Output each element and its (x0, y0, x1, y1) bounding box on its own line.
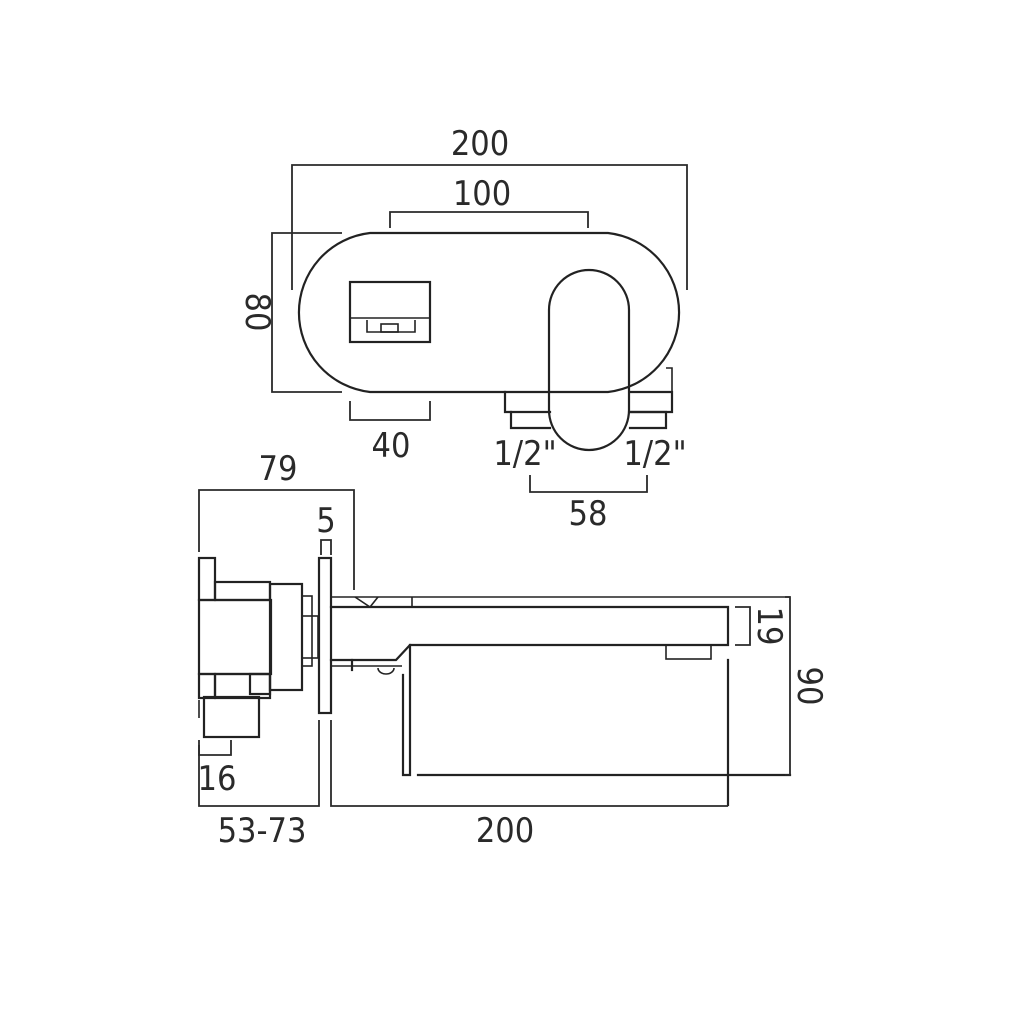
cartridge-box (348, 280, 432, 344)
lever-handle (547, 268, 631, 452)
inlet-right-inner (628, 410, 668, 430)
dim-line-plate-thickness (320, 539, 332, 555)
body-inlet-block (202, 695, 261, 739)
cartridge-notch (380, 323, 399, 333)
front-view: 200 100 80 40 1/2" 1/2" 58 (237, 124, 688, 534)
dim-label-plate-thickness: 5 (316, 501, 335, 541)
inlet-left-inner (509, 410, 552, 430)
body-mid-block (268, 582, 304, 692)
dim-label-overall-height: 90 (789, 667, 829, 706)
spout-screw (377, 667, 395, 675)
dim-label-inlet-left: 1/2" (493, 434, 556, 474)
dim-line-spout-thickness (735, 606, 751, 646)
body-thread (301, 615, 319, 659)
dim-label-spout-projection: 200 (476, 811, 534, 851)
backplate-outline (297, 231, 681, 394)
inlet-left-outer (503, 390, 552, 414)
body-lower-nut (248, 672, 272, 696)
dim-line-spout-projection (330, 720, 728, 807)
body-collar (301, 595, 313, 667)
dim-line-plate-height (271, 232, 342, 393)
dim-line-overall-width (291, 164, 688, 290)
spout-drop-line (401, 643, 412, 777)
dim-label-plate-height: 80 (237, 293, 277, 332)
dim-label-cartridge-width: 40 (372, 426, 411, 466)
dim-line-wall-depth (198, 720, 320, 807)
backplate-side (317, 556, 333, 715)
dim-line-outlet-spacing (389, 211, 589, 228)
spout-outline (329, 605, 730, 662)
dim-label-step: 16 (198, 759, 237, 799)
body-main (197, 598, 273, 676)
inlet-right-outer (628, 390, 674, 414)
cartridge-slot (366, 320, 416, 333)
dim-line-inlet-spacing (529, 475, 648, 493)
body-flange-top (197, 556, 217, 602)
inlet-right-side (666, 367, 673, 392)
dim-line-body-depth (198, 489, 355, 590)
dim-line-overall-height (785, 596, 791, 776)
body-upper-block (213, 580, 272, 602)
dim-line-step (198, 740, 232, 756)
dim-label-wall-depth: 53-73 (218, 811, 307, 851)
dim-line-cartridge-width (349, 401, 431, 421)
dim-label-body-depth: 79 (259, 449, 298, 489)
dim-label-overall-width: 200 (451, 124, 509, 164)
body-flange-bottom (197, 672, 217, 700)
dim-label-inlet-right: 1/2" (623, 434, 686, 474)
spout-aerator (665, 644, 712, 660)
dim-label-inlet-spacing: 58 (569, 494, 608, 534)
dim-label-outlet-spacing: 100 (453, 174, 511, 214)
side-view: 79 5 19 90 (198, 449, 829, 851)
dim-label-spout-thickness: 19 (749, 607, 789, 646)
spout-tab (354, 596, 379, 609)
